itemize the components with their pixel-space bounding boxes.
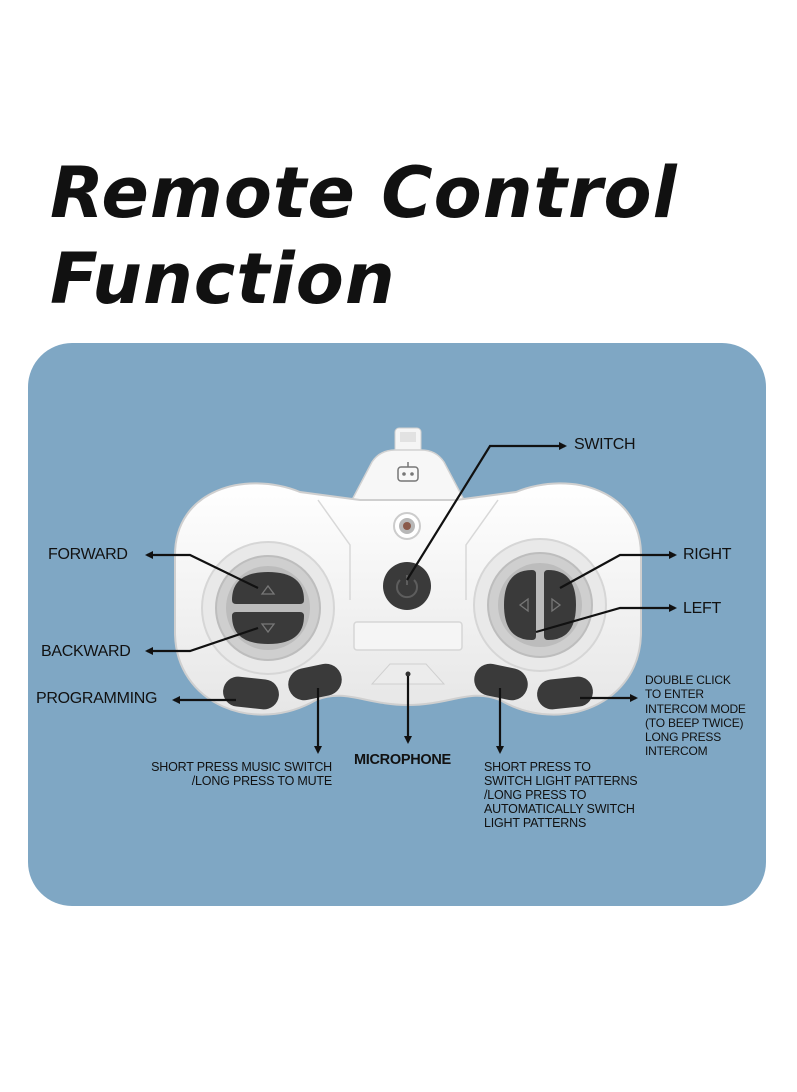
label-light-line: /LONG PRESS TO [484, 788, 587, 802]
label-music-line: /LONG PRESS TO MUTE [191, 774, 332, 788]
arrow-right [559, 551, 677, 589]
label-intercom-line: (TO BEEP TWICE) [645, 715, 744, 730]
label-light-line: LIGHT PATTERNS [484, 816, 587, 830]
music-button[interactable] [285, 661, 344, 704]
label-switch: SWITCH [574, 436, 636, 453]
camera-icon [393, 512, 421, 540]
title-line-1: Remote Control [50, 152, 678, 234]
label-intercom: DOUBLE CLICK TO ENTER INTERCOM MODE (TO … [645, 673, 746, 759]
label-light-line: SHORT PRESS TO [484, 760, 591, 774]
arrow-forward [145, 551, 259, 589]
arrow-backward [145, 626, 259, 655]
label-right: RIGHT [683, 546, 732, 563]
label-intercom-line: INTERCOM [645, 744, 708, 759]
robot-logo-icon [397, 462, 419, 482]
label-forward: FORWARD [48, 546, 128, 563]
label-intercom-line: LONG PRESS [645, 730, 722, 745]
light-button[interactable] [471, 661, 530, 704]
leader-lines [145, 442, 677, 754]
right-dpad [473, 538, 607, 672]
label-intercom-line: DOUBLE CLICK [645, 673, 731, 687]
label-left: LEFT [683, 600, 721, 617]
left-dpad [201, 541, 335, 675]
arrow-left [535, 604, 677, 634]
power-icon [396, 579, 418, 599]
label-music: SHORT PRESS MUSIC SWITCH /LONG PRESS TO … [126, 760, 332, 788]
controller-top-housing [350, 449, 466, 501]
intercom-button[interactable] [536, 675, 595, 711]
microphone-hole [405, 671, 411, 677]
switch-button[interactable] [383, 562, 431, 610]
forward-button[interactable] [232, 572, 304, 604]
page-title: Remote Control Function [50, 150, 678, 322]
label-music-line: SHORT PRESS MUSIC SWITCH [151, 760, 332, 774]
title-line-2: Function [50, 238, 396, 320]
label-intercom-line: TO ENTER [645, 687, 704, 702]
label-light-line: AUTOMATICALLY SWITCH [484, 802, 635, 816]
arrow-switch [406, 442, 567, 581]
label-microphone: MICROPHONE [354, 752, 451, 768]
programming-button[interactable] [222, 675, 281, 711]
label-backward: BACKWARD [41, 643, 131, 660]
label-light: SHORT PRESS TO SWITCH LIGHT PATTERNS /LO… [484, 760, 638, 830]
display-screen [353, 621, 463, 651]
label-light-line: SWITCH LIGHT PATTERNS [484, 774, 638, 788]
label-intercom-line: INTERCOM MODE [645, 701, 746, 716]
label-programming: PROGRAMMING [36, 690, 158, 707]
backward-button[interactable] [232, 612, 304, 644]
